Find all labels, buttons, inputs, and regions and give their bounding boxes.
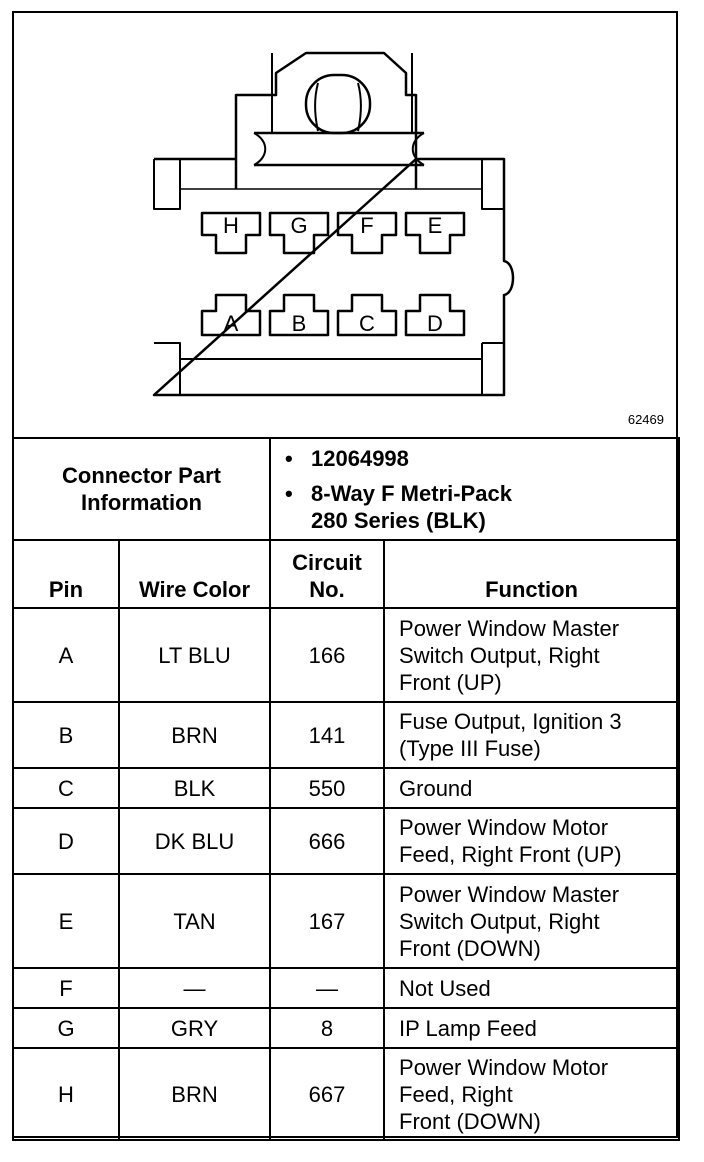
pin-label-b: B [292,311,307,336]
circuit-cell: 141 [269,701,386,769]
function-cell: IP Lamp Feed [383,1007,681,1049]
cavity-d [404,293,466,337]
cavity-a [200,293,262,337]
circuit-cell: 667 [269,1047,386,1141]
figure-id: 62469 [627,412,664,427]
table-row: C BLK 550 Ground [12,767,681,809]
diagram-frame: H G F E A B C D 62469 Connector Part Inf… [11,11,681,1141]
circuit-cell: 666 [269,807,386,875]
function-cell: Ground [383,767,681,809]
circuit-cell: — [269,967,386,1009]
cavity-b [268,293,330,337]
function-cell: Not Used [383,967,681,1009]
pin-cell: E [12,873,120,969]
connector-body [152,157,515,397]
part-number-item: •12064998 [285,445,409,471]
wire-color-cell: LT BLU [117,607,272,703]
wire-color-cell: BRN [117,1047,272,1141]
circuit-cell: 550 [269,767,386,809]
cavity-f [336,211,398,255]
part-info-label: Connector Part Information [11,437,272,541]
pin-label-h: H [223,213,239,238]
wire-color-cell: — [117,967,272,1009]
wire-color-cell: TAN [117,873,272,969]
cavity-c [336,293,398,337]
col-header-function: Function [383,539,681,609]
connector-spec-table: Connector Part Information •12064998 •8-… [11,437,681,1141]
wire-color-cell: BRN [117,701,272,769]
cavity-h [200,211,262,255]
pin-cell: A [12,607,120,703]
wire-color-cell: GRY [117,1007,272,1049]
connector-face-drawing: H G F E A B C D [152,51,515,397]
col-header-wire-color: Wire Color [117,539,272,609]
pin-cell: B [12,701,120,769]
wire-color-cell: BLK [117,767,272,809]
table-row: F — — Not Used [12,967,681,1009]
latch-housing [234,51,418,189]
col-header-pin: Pin [12,539,120,609]
part-info-row: Connector Part Information •12064998 •8-… [11,437,681,541]
part-number: 12064998 [311,445,409,471]
circuit-cell: 167 [269,873,386,969]
function-cell: Fuse Output, Ignition 3(Type III Fuse) [383,701,681,769]
pin-label-d: D [427,311,443,336]
pin-cell: G [12,1007,120,1049]
pin-cell: F [12,967,120,1009]
pin-cell: C [12,767,120,809]
part-desc-line2: 280 Series (BLK) [311,507,486,533]
table-row: B BRN 141 Fuse Output, Ignition 3(Type I… [12,701,681,769]
pin-cell: H [12,1047,120,1141]
table-row: G GRY 8 IP Lamp Feed [12,1007,681,1049]
pin-label-c: C [359,311,375,336]
wire-color-cell: DK BLU [117,807,272,875]
pin-cell: D [12,807,120,875]
circuit-cell: 8 [269,1007,386,1049]
connector-diagram: H G F E A B C D 62469 [14,13,676,437]
part-desc-line1: 8-Way F Metri-Pack [311,480,512,506]
pin-label-g: G [290,213,307,238]
circuit-cell: 166 [269,607,386,703]
pin-label-f: F [360,213,373,238]
cavity-e [404,211,466,255]
pin-label-e: E [428,213,443,238]
pin-label-a: A [224,311,239,336]
cavity-g [268,211,330,255]
